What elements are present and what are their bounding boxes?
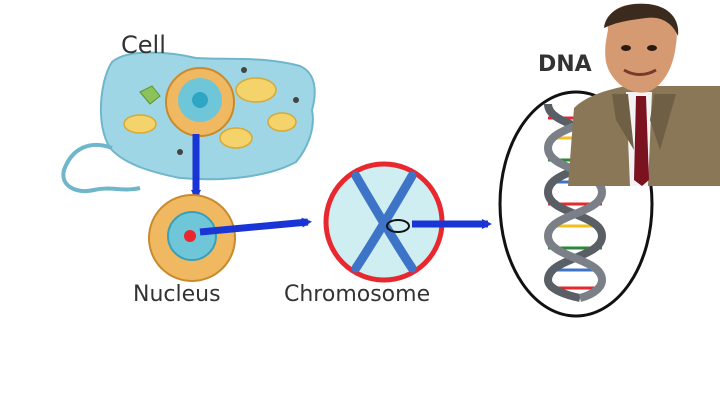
cartoon-man-overlay bbox=[568, 3, 720, 186]
nucleus-illustration bbox=[148, 194, 236, 282]
chromosome-label: Chromosome bbox=[284, 282, 431, 307]
cell-illustration bbox=[61, 51, 316, 193]
arrow-nucleus-to-chromosome bbox=[199, 217, 312, 236]
dna-label: DNA bbox=[538, 52, 592, 77]
dna-ellipse bbox=[498, 90, 654, 318]
cell-label: Cell bbox=[121, 31, 166, 59]
nucleus-label: Nucleus bbox=[133, 282, 221, 307]
